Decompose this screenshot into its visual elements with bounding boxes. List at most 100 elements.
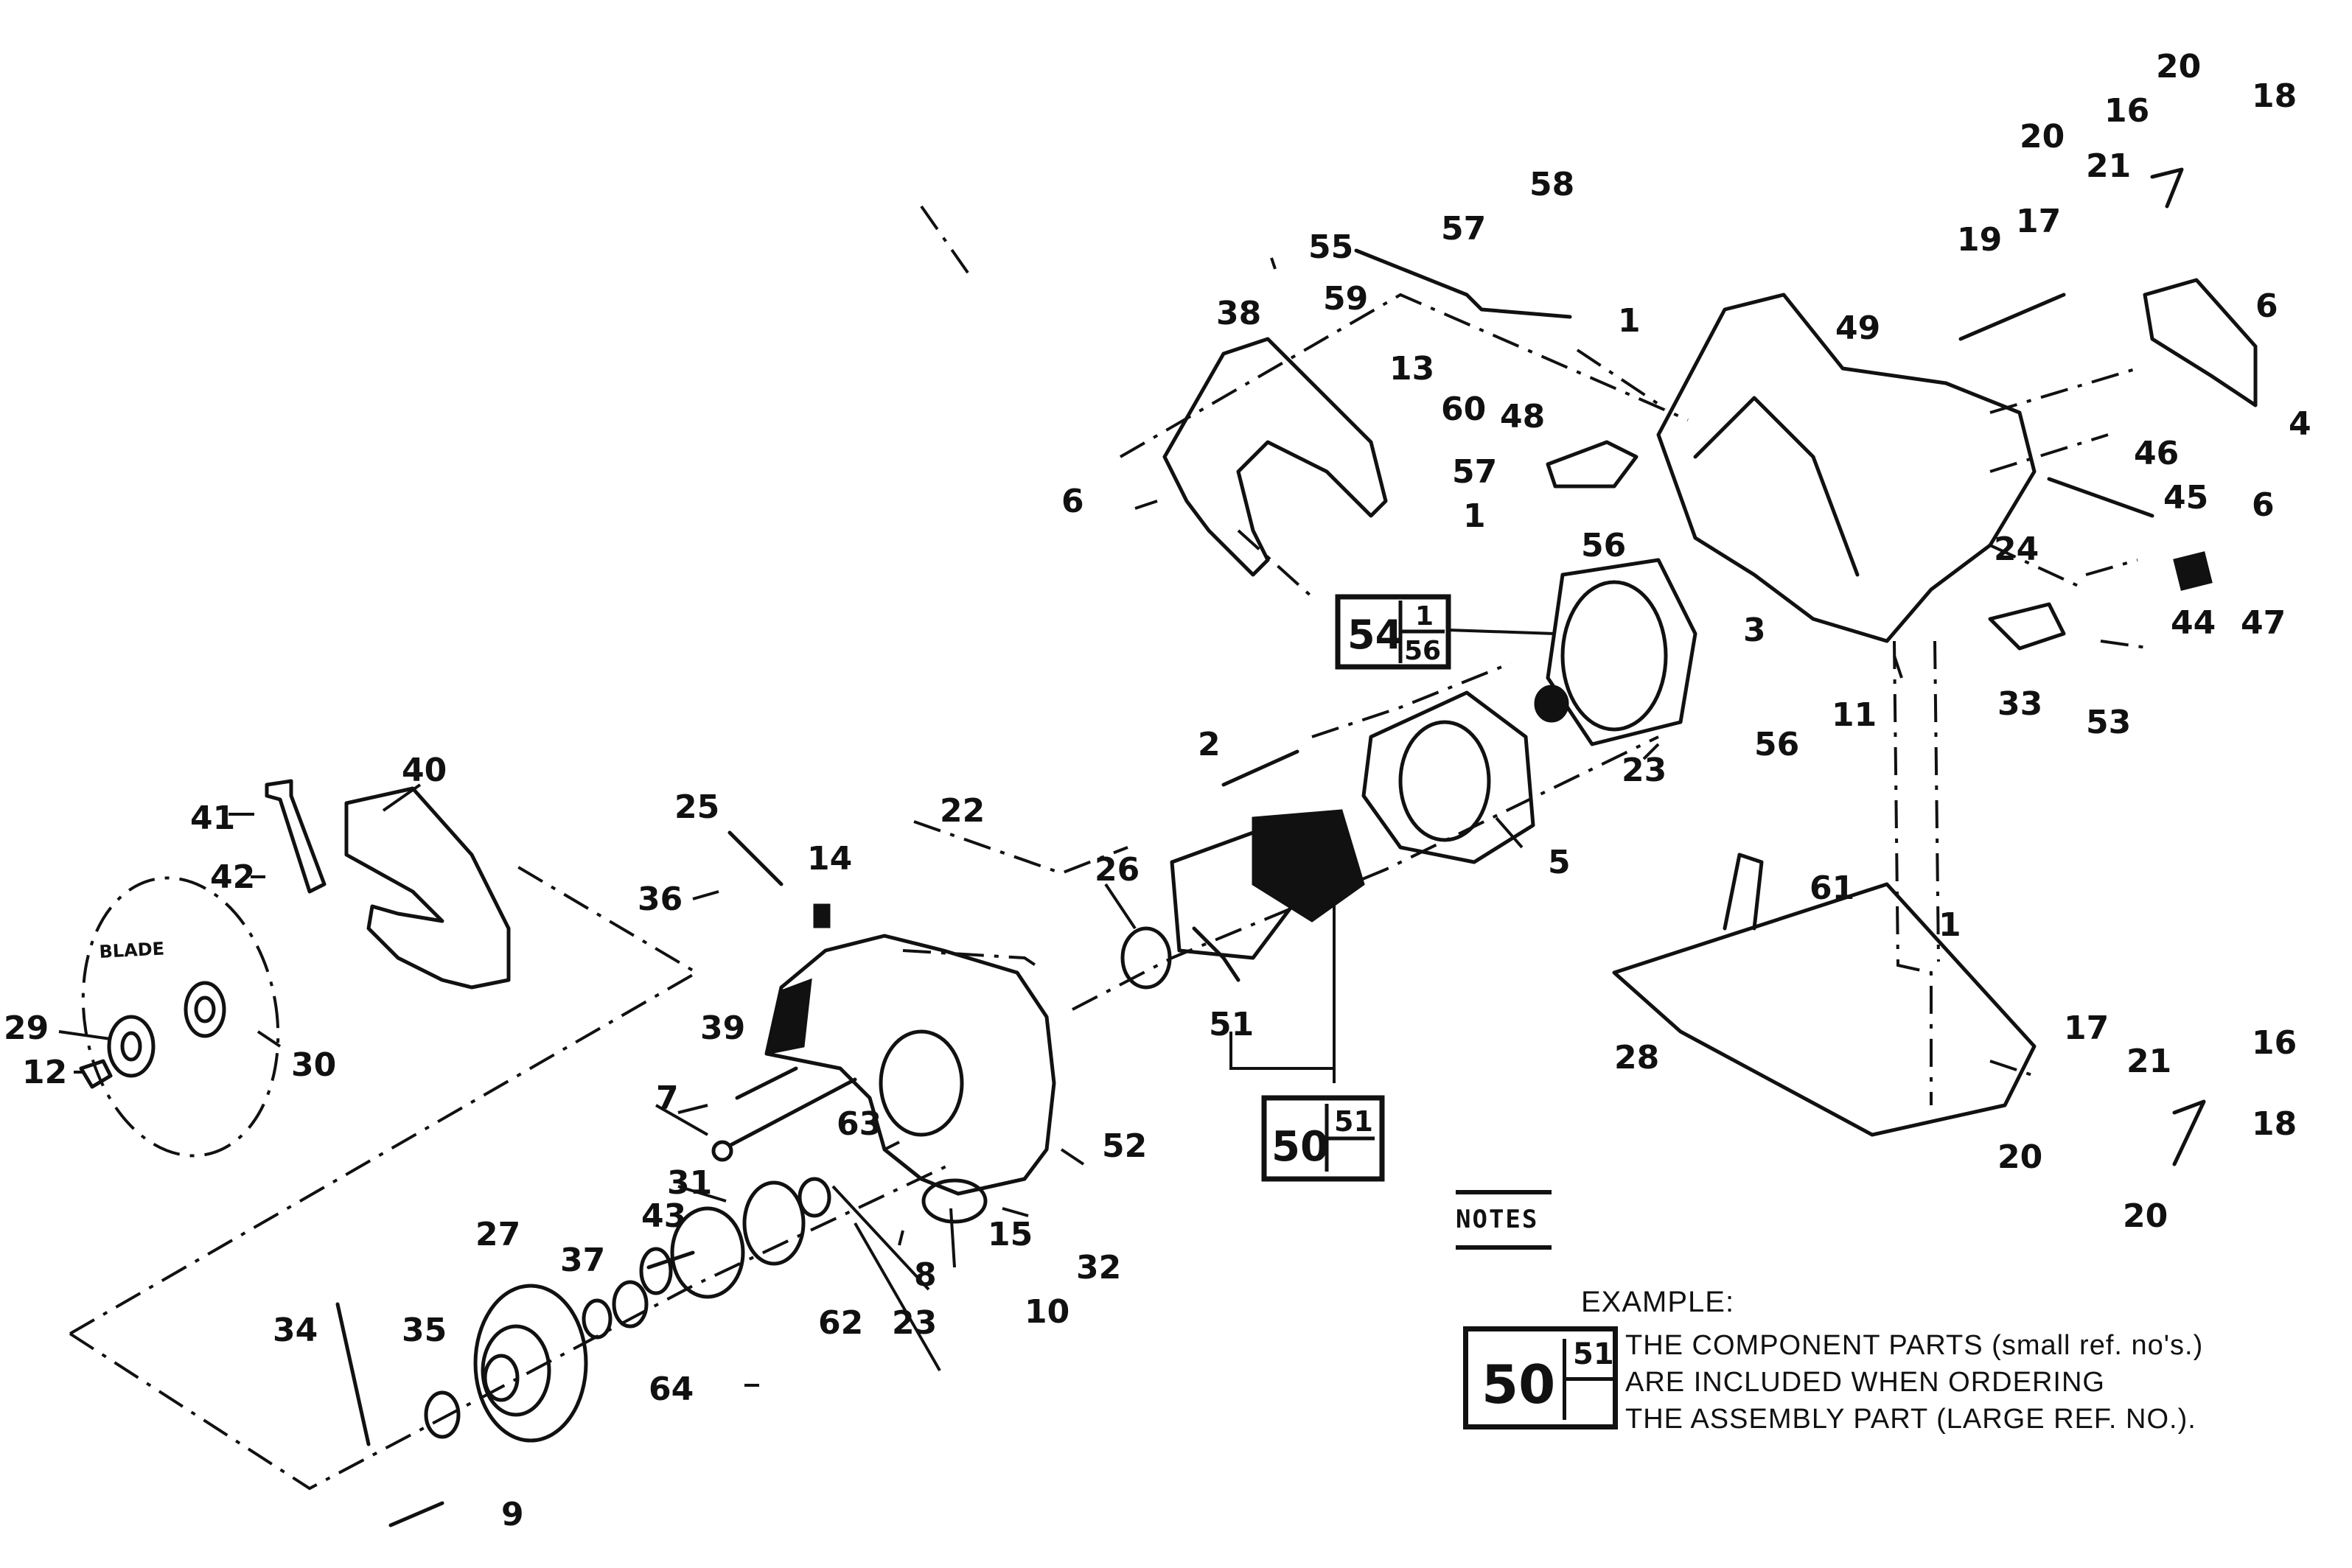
label-41: 41 [190,799,235,837]
part-32-plate [921,1178,988,1224]
assembly-50-big: 50 [1271,1123,1329,1171]
label-34: 34 [273,1312,318,1349]
assembly-box-50: 50 51 [1261,1095,1385,1182]
part-39-screw [735,1066,798,1100]
label-1: 1 [1463,497,1486,535]
part-27-clutch [473,1284,588,1443]
label-9: 9 [501,1496,524,1533]
label-15: 15 [988,1216,1033,1253]
label-59: 59 [1323,280,1368,318]
label-61: 61 [1810,869,1854,907]
label-28: 28 [1614,1039,1659,1077]
assembly-54-small-top: 1 [1415,601,1434,631]
label-48: 48 [1500,398,1545,435]
part-49-motor-housing [1656,293,2037,643]
blade-text: BLADE [99,938,165,962]
label-24: 24 [1994,531,2039,568]
label-4: 4 [2289,405,2311,443]
label-33: 33 [1997,685,2042,723]
label-53: 53 [2086,704,2131,741]
label-13: 13 [1389,350,1434,388]
label-16: 16 [2104,92,2149,130]
example-box-small-number: 51 [1573,1337,1614,1371]
label-63: 63 [837,1105,882,1143]
note-line: ARE INCLUDED WHEN ORDERING [1625,1367,2105,1398]
label-47: 47 [2241,604,2286,642]
note-line: THE ASSEMBLY PART (LARGE REF. NO.). [1625,1404,2196,1435]
part-37-ring [582,1298,613,1340]
part-16-lever-top [2150,167,2184,209]
example-label: EXAMPLE: [1581,1286,1735,1318]
part-2-screw [1221,749,1299,787]
part-59-cord [1354,248,1572,319]
part-29-washer [107,1015,156,1078]
note-line: THE COMPONENT PARTS (small ref. no's.) [1625,1330,2204,1361]
label-14: 14 [807,840,852,878]
label-31: 31 [667,1164,712,1202]
callout-leaders [58,257,1903,1387]
label-16: 16 [2252,1024,2297,1062]
label-12: 12 [22,1054,67,1091]
part-41-lever [265,779,327,894]
label-20: 20 [2156,48,2201,85]
part-43-gear [639,1206,745,1299]
label-22: 22 [940,792,985,830]
label-55: 55 [1308,228,1353,266]
label-44: 44 [2171,604,2216,642]
part-9-screw [388,1501,444,1527]
label-21: 21 [2086,147,2131,185]
label-5: 5 [1548,844,1571,881]
label-7: 7 [656,1079,679,1117]
label-57: 57 [1441,210,1486,248]
label-30: 30 [291,1046,336,1084]
label-3: 3 [1743,612,1766,649]
notes-title: NOTES [1456,1205,1539,1234]
label-6: 6 [2255,287,2278,325]
part-26-bearing [1120,926,1172,990]
label-64: 64 [649,1371,694,1408]
label-6: 6 [1061,483,1084,520]
part-34-pin [335,1302,371,1446]
label-32: 32 [1076,1249,1121,1287]
assembly-box-54: 54 1 56 [1335,594,1451,670]
part-23-bearing-upper [1534,685,1569,723]
label-18: 18 [2252,1105,2297,1143]
part-40-lower-guard [344,786,511,990]
label-25: 25 [674,788,719,826]
label-8: 8 [914,1256,937,1294]
part-14-spring [813,903,831,928]
part-45-spring [2047,477,2154,518]
label-49: 49 [1835,309,1880,347]
notes-rule-bottom [1456,1245,1552,1250]
notes-rule-top [1456,1190,1552,1194]
label-51: 51 [1209,1006,1254,1043]
label-18: 18 [2252,77,2297,115]
example-assembly-box: 50 51 [1463,1326,1618,1429]
label-56: 56 [1581,527,1626,564]
assembly-50-small: 51 [1334,1105,1373,1138]
label-17: 17 [2016,203,2061,240]
part-54-field [1546,558,1697,746]
label-20: 20 [2020,118,2065,155]
label-29: 29 [4,1009,49,1047]
label-46: 46 [2134,435,2179,472]
part-44-knob [2173,551,2213,591]
part-5-fan-baffle [1361,690,1535,864]
label-27: 27 [475,1216,520,1253]
part-35-ring [424,1390,461,1439]
label-19: 19 [1957,221,2002,259]
part-12-bolt [79,1059,113,1089]
part-64-bearing [612,1280,649,1329]
label-45: 45 [2163,479,2208,517]
assembly-54-small-bottom: 56 [1404,636,1441,666]
label-58: 58 [1529,166,1574,203]
label-40: 40 [402,752,447,789]
label-17: 17 [2064,1009,2109,1047]
label-62: 62 [818,1304,863,1342]
part-25-pin [727,830,784,886]
label-21: 21 [2126,1043,2171,1080]
assembly-54-big: 54 [1347,612,1403,658]
part-38-handle [1162,337,1388,577]
label-2: 2 [1198,726,1221,763]
